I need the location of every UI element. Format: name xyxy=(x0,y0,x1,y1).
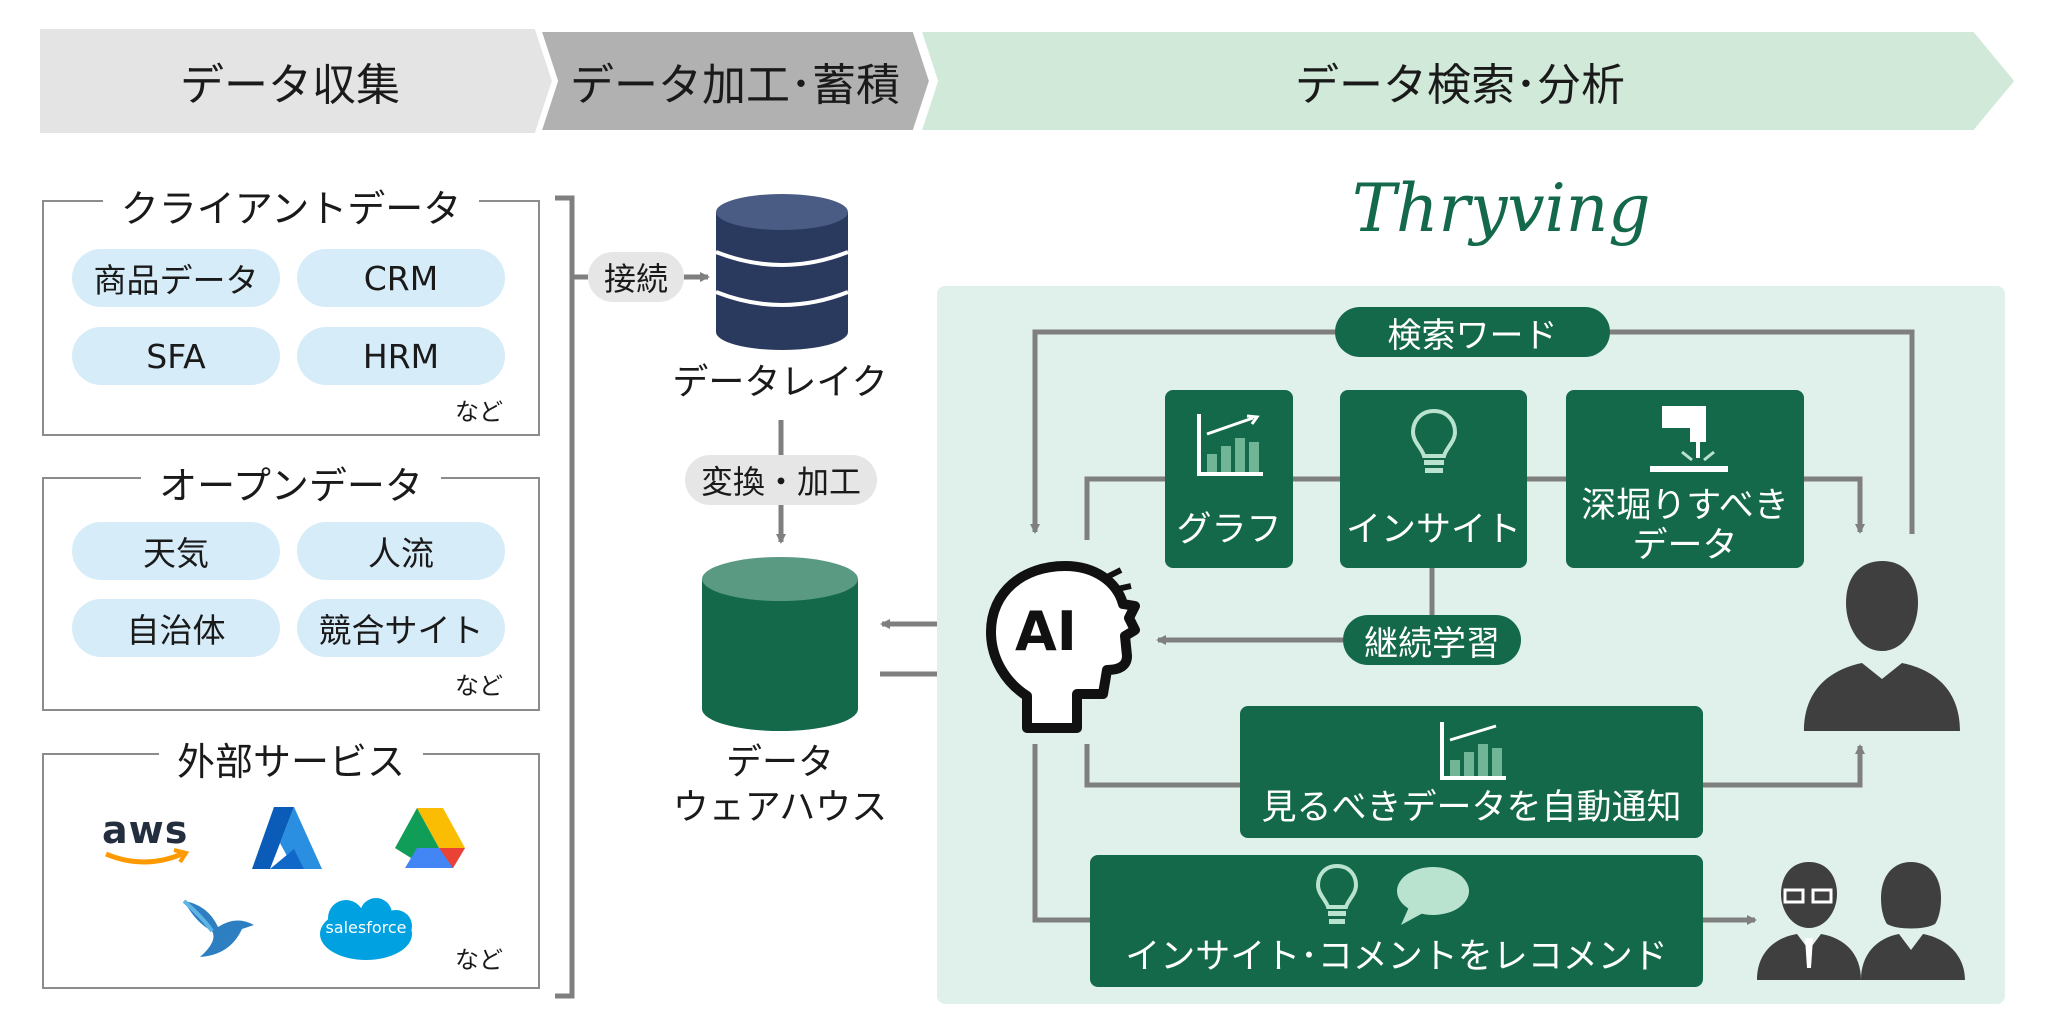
client-data-title: クライアントデータ xyxy=(102,187,480,231)
pill-sfa: SFA xyxy=(72,327,280,385)
pill-hrm: HRM xyxy=(297,327,505,385)
continuous-learning-tag: 継続学習 xyxy=(1343,615,1521,665)
transform-label: 変換・加工 xyxy=(685,455,877,505)
lightbulb-icon xyxy=(1315,863,1359,924)
aws-logo: aws xyxy=(100,808,192,868)
pill-competitor-site: 競合サイト xyxy=(297,599,505,657)
pill-weather: 天気 xyxy=(72,522,280,580)
pill-municipality: 自治体 xyxy=(72,599,280,657)
pill-product-data: 商品データ xyxy=(72,249,280,307)
auto-notify-box: 見るべきデータを自動通知 xyxy=(1240,706,1703,838)
stage-process: データ加工･蓄積 xyxy=(570,60,900,111)
stage-collect: データ収集 xyxy=(180,60,400,111)
recommend-box: インサイト･コメントをレコメンド xyxy=(1090,855,1703,987)
stage-analyze-band xyxy=(913,26,2022,136)
google-drive-logo xyxy=(395,808,465,868)
graph-label: グラフ xyxy=(1176,510,1282,550)
data-lake-database-icon xyxy=(715,194,849,350)
pill-crm: CRM xyxy=(297,249,505,307)
stage-analyze: データ検索･分析 xyxy=(1295,60,1625,111)
bar-chart-icon xyxy=(1197,414,1263,476)
auto-notify-label: 見るべきデータを自動通知 xyxy=(1261,788,1682,828)
drill-icon xyxy=(1650,406,1728,472)
open-data-group: オープンデータ xyxy=(42,464,540,711)
pill-people-flow: 人流 xyxy=(297,522,505,580)
deep-dive-label: 深堀りすべき データ xyxy=(1581,486,1789,567)
open-data-title: オープンデータ xyxy=(141,464,441,508)
insight-box: インサイト xyxy=(1340,390,1527,568)
team-icon xyxy=(1757,862,1965,980)
graph-box: グラフ xyxy=(1165,390,1293,568)
insight-label: インサイト xyxy=(1345,510,1521,550)
salesforce-logo: salesforce xyxy=(316,898,416,964)
data-lake-label: データレイク xyxy=(672,362,888,403)
open-etc: など xyxy=(455,672,503,700)
stage-collect-band xyxy=(40,29,555,133)
thryving-logo: Thryving xyxy=(1352,170,1651,247)
connect-label: 接続 xyxy=(588,252,684,302)
external-etc: など xyxy=(455,946,503,974)
external-services-group: 外部サービス xyxy=(42,740,540,989)
bar-chart-icon xyxy=(1440,722,1506,780)
ai-head-icon: AI xyxy=(985,560,1145,735)
client-etc: など xyxy=(455,398,503,426)
deep-dive-box: 深堀りすべき データ xyxy=(1566,390,1804,568)
recommend-label: インサイト･コメントをレコメンド xyxy=(1125,937,1668,977)
external-services-title: 外部サービス xyxy=(158,740,423,784)
azure-logo xyxy=(252,807,322,869)
person-icon xyxy=(1804,561,1960,731)
data-warehouse-label: データ ウェアハウス xyxy=(672,742,888,828)
data-warehouse-database-icon xyxy=(702,557,858,731)
search-word-tag: 検索ワード xyxy=(1335,307,1610,357)
client-data-group: クライアントデータ xyxy=(42,187,540,436)
bird-service-logo xyxy=(182,899,254,957)
lightbulb-icon xyxy=(1410,408,1458,473)
bracket xyxy=(555,195,575,999)
speech-bubble-icon xyxy=(1397,867,1469,925)
